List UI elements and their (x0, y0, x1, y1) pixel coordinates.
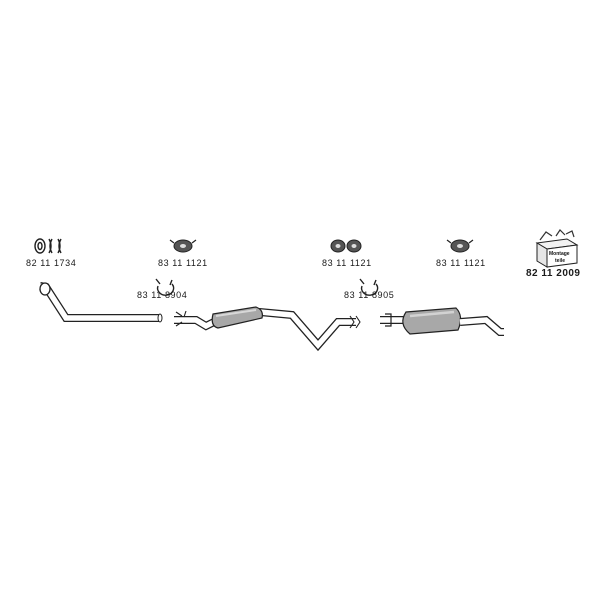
front-exhaust-pipe-icon (39, 282, 163, 323)
rubber-hanger-pair-icon (330, 239, 362, 253)
part-number-mounting-kit: 82 11 2009 (526, 268, 581, 279)
pipe-clamp-icon (359, 278, 379, 296)
part-number-clamp-1: 83 11 8904 (137, 290, 188, 300)
rear-silencer-icon (380, 307, 504, 336)
pipe-clamp-icon (155, 278, 175, 296)
mounting-kit-box-text-2: teile (555, 258, 565, 264)
rubber-hanger-icon (446, 239, 474, 253)
part-number-clamp-2: 83 11 8905 (344, 290, 395, 300)
mounting-kit-box-text-1: Montage (549, 251, 570, 257)
part-number-hanger-3: 83 11 1121 (436, 258, 486, 268)
rubber-hanger-icon (169, 239, 197, 253)
part-number-hanger-1: 83 11 1121 (158, 258, 208, 268)
middle-silencer-icon (174, 306, 361, 352)
part-number-gasket: 82 11 1734 (26, 258, 77, 268)
mounting-kit-box-icon: Montage teile (535, 229, 579, 268)
part-number-hanger-pair: 83 11 1121 (322, 258, 372, 268)
gasket-ring-icon (34, 238, 62, 254)
